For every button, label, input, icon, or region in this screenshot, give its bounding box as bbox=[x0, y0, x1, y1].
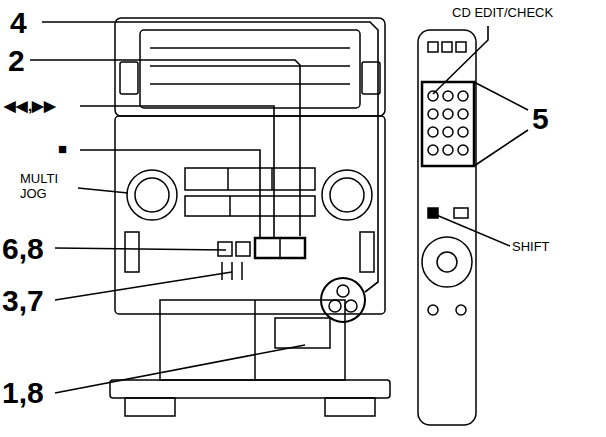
multi-jog-knob bbox=[127, 170, 177, 220]
part-label: SHIFT bbox=[512, 240, 550, 255]
cassette-window bbox=[275, 318, 330, 348]
tray-line bbox=[150, 47, 350, 49]
callout-number: 1,8 bbox=[2, 378, 44, 408]
deck-divider bbox=[229, 196, 231, 216]
callout-number: 5 bbox=[532, 104, 549, 134]
remote-button bbox=[428, 42, 438, 52]
leader-lines bbox=[30, 22, 528, 393]
remote-button bbox=[428, 305, 438, 315]
deck-window bbox=[185, 196, 315, 216]
cd-button bbox=[345, 300, 357, 312]
callout-number: 3,7 bbox=[2, 286, 44, 316]
remote-button bbox=[442, 42, 452, 52]
cd-button bbox=[337, 285, 349, 297]
tray-line bbox=[150, 65, 350, 67]
remote-dpad bbox=[422, 237, 472, 287]
deck-divider bbox=[279, 238, 281, 258]
switch bbox=[221, 262, 223, 280]
switch bbox=[241, 262, 243, 280]
remote-button bbox=[456, 305, 466, 315]
shift-button bbox=[428, 208, 438, 218]
callout-number: 2 bbox=[8, 46, 25, 76]
display-divider bbox=[271, 168, 273, 190]
number-keys bbox=[428, 91, 468, 155]
callout-number: 4 bbox=[10, 8, 27, 38]
button-label: ◀◀,▶▶ bbox=[4, 98, 56, 113]
side-buttons bbox=[125, 232, 139, 272]
remote-dpad-center bbox=[437, 252, 457, 272]
cd-door bbox=[140, 30, 360, 108]
part-label: MULTI JOG bbox=[20, 172, 70, 202]
side-buttons bbox=[360, 232, 374, 272]
deck-buttons bbox=[255, 238, 305, 258]
cd-button bbox=[329, 300, 341, 312]
button bbox=[218, 242, 232, 256]
volume-knob bbox=[330, 178, 364, 212]
side-tab bbox=[120, 62, 138, 94]
button-label: ■ bbox=[58, 141, 67, 156]
multi-jog-knob bbox=[135, 178, 169, 212]
part-label: CD EDIT/CHECK bbox=[452, 6, 553, 21]
number-keys-frame bbox=[422, 82, 474, 166]
volume-knob bbox=[322, 170, 372, 220]
callout-number: 6,8 bbox=[2, 234, 44, 264]
base bbox=[110, 380, 390, 398]
display-window bbox=[185, 168, 315, 190]
switch bbox=[231, 262, 233, 280]
cd-changer bbox=[115, 18, 385, 116]
button bbox=[236, 242, 250, 256]
tray-line bbox=[150, 83, 350, 85]
door-divider bbox=[254, 300, 256, 380]
foot bbox=[325, 398, 375, 416]
remote-button bbox=[454, 208, 468, 218]
foot bbox=[125, 398, 175, 416]
remote-button bbox=[456, 42, 466, 52]
display-divider bbox=[227, 168, 229, 190]
